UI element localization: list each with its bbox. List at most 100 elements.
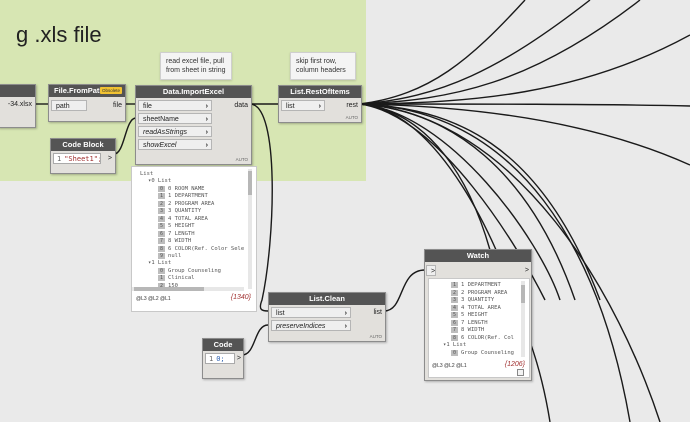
code-block-title: Code Block (51, 139, 115, 151)
wire-rest-fan-11 (359, 103, 631, 422)
readasstrings-input-port[interactable]: readAsStrings› (138, 126, 212, 137)
preview-sublist-0-label: 0 List (151, 178, 172, 184)
auto-label: AUTO (235, 157, 248, 162)
list-clean-title: List.Clean (269, 293, 385, 305)
preview-sublist-1[interactable]: ▾1 List (148, 260, 171, 268)
code-text[interactable]: "Sheet1"; (64, 155, 101, 163)
wire-rest-fan-14 (359, 103, 491, 251)
preview-sublist-1-label: 1 List (151, 260, 172, 266)
preview-vertical-scrollbar[interactable] (248, 169, 252, 289)
watch-input-port[interactable]: > (426, 265, 436, 276)
file-output-port[interactable]: file (113, 102, 122, 109)
resize-handle-icon[interactable] (517, 369, 524, 376)
data-output-port[interactable]: data (234, 102, 248, 109)
data-import-excel-node[interactable]: Data.ImportExcel file› sheetName› readAs… (135, 85, 252, 165)
preserve-indices-label: preserveIndices (276, 323, 326, 330)
note-rest-of-items[interactable]: skip first row, column headers (290, 52, 356, 80)
file-path-node[interactable]: -34.xlsx (0, 84, 36, 128)
wire-rest-fan-6 (359, 103, 690, 166)
list-clean-node[interactable]: List.Clean list› preserveIndices› list A… (268, 292, 386, 342)
collapse-icon[interactable]: ▾ (148, 260, 152, 266)
file-path-output[interactable]: -34.xlsx (7, 101, 32, 108)
watch-vscroll-thumb[interactable] (521, 285, 525, 303)
wire-rest-fan-10 (359, 103, 546, 301)
list-index: 6 (451, 319, 459, 326)
preview-scroll-thumb[interactable] (134, 287, 204, 291)
list-index: 0 (158, 185, 166, 192)
code-block-zero[interactable]: Code Block 10; > (202, 338, 244, 379)
list-index: 8 (158, 245, 166, 252)
list-value: 7 LENGTH (461, 319, 488, 326)
wire-rest-fan-5 (359, 103, 690, 107)
note-import-excel[interactable]: read excel file, pull from sheet in stri… (160, 52, 232, 80)
showexcel-input-label: showExcel (143, 142, 177, 149)
showexcel-input-port[interactable]: showExcel› (138, 139, 212, 150)
watch-sublist-1[interactable]: ▾1 List (443, 342, 466, 350)
code-editor-sheet1[interactable]: 1"Sheet1"; (53, 153, 101, 164)
preview-vscroll-thumb[interactable] (248, 171, 252, 195)
collapse-icon[interactable]: ▾ (148, 178, 152, 184)
list-rest-of-items-node[interactable]: List.RestOfItems list› rest AUTO (278, 85, 362, 123)
preserve-indices-input-port[interactable]: preserveIndices› (271, 320, 351, 331)
file-from-path-node[interactable]: File.FromPath Obsolete path file (48, 84, 126, 122)
watch-item-count: {1206} (504, 361, 525, 368)
wire-rest-fan-3 (359, 0, 641, 105)
list-value: 150 (168, 282, 178, 289)
watch-vertical-scrollbar[interactable] (521, 281, 525, 357)
file-input-port[interactable]: file› (138, 100, 212, 111)
chevron-right-icon: › (205, 129, 208, 136)
path-input-port[interactable]: path (51, 100, 87, 111)
preview-sublist-0[interactable]: ▾0 List (148, 178, 171, 186)
code-block-sheet1[interactable]: Code Block 1"Sheet1"; > (50, 138, 116, 174)
code-block-2-output[interactable]: > (236, 355, 241, 362)
list-value: Group Counseling (461, 349, 514, 356)
group-title: g .xls file (16, 22, 102, 47)
watch-output-port[interactable]: > (524, 267, 529, 274)
file-path-node-header (0, 85, 35, 97)
rest-output-port[interactable]: rest (346, 102, 358, 109)
clean-list-output-port[interactable]: list (373, 309, 382, 316)
code-block-output[interactable]: > (107, 155, 112, 162)
list-value: 5 HEIGHT (461, 312, 488, 318)
code-text[interactable]: 0; (216, 355, 225, 363)
wire-rest-fan-4 (359, 34, 690, 105)
code-line-number: 1 (209, 355, 214, 363)
preview-horizontal-scrollbar[interactable] (132, 287, 244, 291)
list-index: 0 (451, 349, 459, 356)
list-index: 1 (451, 282, 459, 288)
file-from-path-title: File.FromPath Obsolete (49, 85, 125, 97)
rest-list-input-port[interactable]: list› (281, 100, 325, 111)
preview-root-label: List (140, 171, 154, 177)
sheetname-input-port[interactable]: sheetName› (138, 113, 212, 124)
clean-list-input-port[interactable]: list› (271, 307, 351, 318)
wire-clean-to-watch (383, 269, 426, 312)
collapse-icon[interactable]: ▾ (443, 342, 447, 348)
